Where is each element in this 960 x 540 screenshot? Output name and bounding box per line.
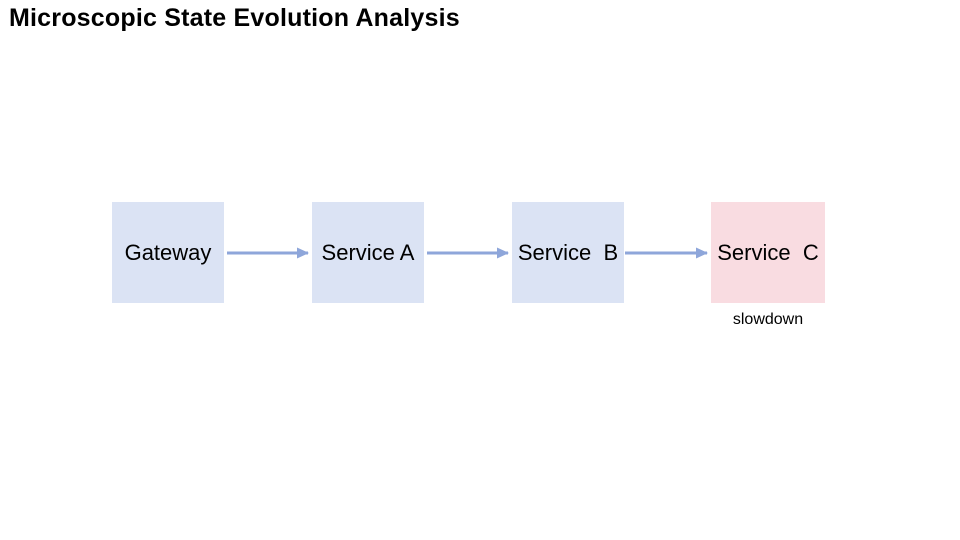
node-service-c-label: Service C xyxy=(717,239,819,265)
node-service-b: Service B xyxy=(512,202,624,303)
slowdown-annotation: slowdown xyxy=(732,311,804,328)
node-service-a-label: Service A xyxy=(321,239,415,265)
page-title: Microscopic State Evolution Analysis xyxy=(9,4,460,32)
node-service-b-label: Service B xyxy=(517,239,619,265)
node-gateway: Gateway xyxy=(112,202,224,303)
node-gateway-label: Gateway xyxy=(124,239,212,265)
node-service-c: Service C xyxy=(711,202,825,303)
node-service-a: Service A xyxy=(312,202,424,303)
